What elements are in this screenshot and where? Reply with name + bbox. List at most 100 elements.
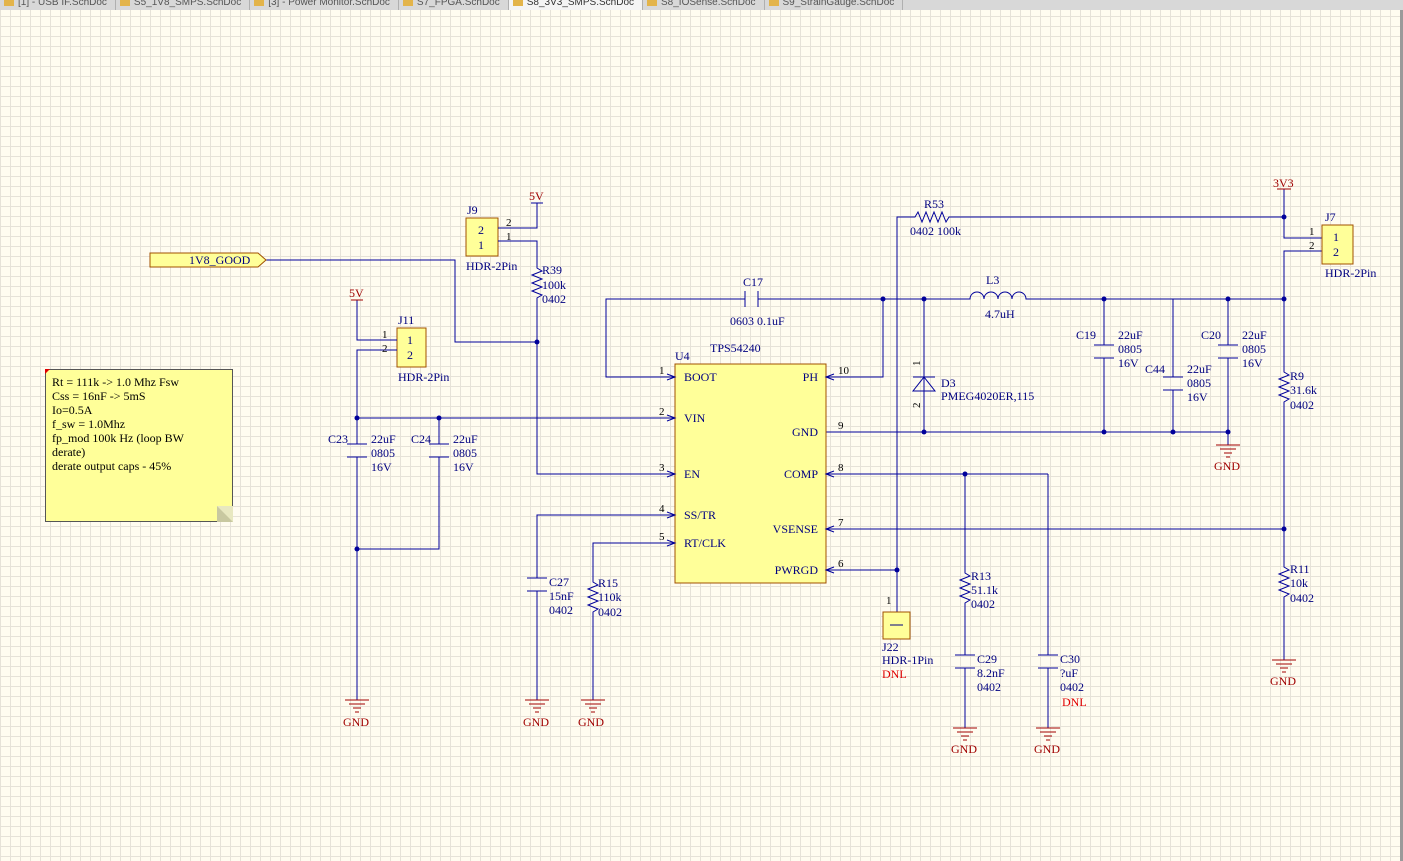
part-value: 15nF: [549, 589, 574, 603]
dnl-marker: DNL: [1062, 695, 1087, 709]
pin-number: 1: [911, 361, 923, 367]
pin-name: VSENSE: [773, 522, 818, 536]
capacitor-c29[interactable]: C29 8.2nF 0402: [955, 652, 1005, 694]
gnd-symbol[interactable]: GND: [1034, 727, 1060, 756]
note-line: Css = 16nF -> 5mS: [52, 389, 146, 403]
resistor-r13[interactable]: R13 51.1k 0402: [958, 569, 998, 612]
power-3v3[interactable]: 3V3: [1273, 176, 1294, 190]
diode-d3[interactable]: 1 2 D3 PMEG4020ER,115: [911, 361, 1034, 409]
capacitor-c30[interactable]: C30 ?uF 0402 DNL: [1038, 652, 1087, 709]
part-ref: D3: [941, 376, 956, 390]
junctions: [354, 214, 1287, 573]
pin-number: 10: [838, 365, 850, 377]
tab-document[interactable]: S8_3V3_SMPS.SchDoc: [508, 0, 644, 10]
power-label: GND: [343, 715, 369, 729]
capacitor-c27[interactable]: C27 15nF 0402: [527, 575, 574, 617]
resistor-r9[interactable]: R9 31.6k 0402: [1277, 368, 1317, 412]
resistor-r39[interactable]: R39 100k 0402: [530, 258, 566, 310]
capacitor-c44[interactable]: C44 22uF 0805 16V: [1145, 362, 1212, 404]
part-value: PMEG4020ER,115: [941, 389, 1034, 403]
gnd-symbol[interactable]: GND: [1270, 659, 1296, 688]
part-value: 10k: [1290, 576, 1308, 590]
header-j11[interactable]: J11 1 2 1 2 HDR-2Pin: [382, 313, 449, 384]
header-j7[interactable]: J7 1 2 1 2 HDR-2Pin: [1309, 210, 1376, 280]
pin-number: 1: [478, 238, 484, 252]
power-label: GND: [578, 715, 604, 729]
gnd-symbol[interactable]: GND: [951, 727, 977, 756]
pin-number: 1: [506, 231, 512, 243]
capacitor-c24[interactable]: C24 22uF 0805 16V: [411, 432, 478, 474]
part-ref: J11: [398, 313, 414, 327]
schematic-sheet[interactable]: [0, 10, 1403, 861]
part-package: 0805: [1242, 342, 1266, 356]
part-package: 0805: [1118, 342, 1142, 356]
pin-number: 2: [911, 403, 923, 409]
part-ref: C24: [411, 432, 431, 446]
part-value: 22uF: [453, 432, 478, 446]
ic-u4[interactable]: U4 TPS54240 1 BOOT 2 VIN 3 EN 4 SS/TR 5 …: [659, 341, 850, 584]
header-j22[interactable]: 1 J22 HDR-1Pin DNL: [882, 595, 933, 681]
part-type: HDR-2Pin: [466, 259, 517, 273]
part-voltage: 16V: [1187, 390, 1208, 404]
gnd-symbol[interactable]: GND: [1214, 444, 1240, 473]
gnd-symbols: GND GND GND GND GND GND GND: [343, 444, 1296, 756]
tab-document[interactable]: S9_StrainGauge.SchDoc: [765, 0, 904, 10]
gnd-symbol[interactable]: GND: [343, 699, 369, 729]
tab-document[interactable]: [1] - USB IF.SchDoc: [0, 0, 116, 10]
schematic-doc-icon: [402, 0, 413, 6]
part-ref: C23: [328, 432, 348, 446]
tab-label: S9_StrainGauge.SchDoc: [782, 0, 895, 8]
pin-number: 6: [838, 558, 844, 570]
schematic-doc-icon: [512, 0, 523, 6]
note-line: derate output caps - 45%: [52, 459, 172, 473]
capacitor-c20[interactable]: C20 22uF 0805 16V: [1201, 328, 1267, 370]
design-note[interactable]: Rt = 111k -> 1.0 Mhz Fsw Css = 16nF -> 5…: [45, 369, 233, 522]
tab-document[interactable]: S8_IOSense.SchDoc: [643, 0, 765, 10]
tab-document[interactable]: [3] - Power Monitor.SchDoc: [250, 0, 399, 10]
gnd-symbol[interactable]: GND: [523, 699, 549, 729]
net-label-1v8-good[interactable]: 1V8_GOOD: [149, 252, 267, 268]
ic-part: TPS54240: [710, 341, 761, 355]
pin-number: 5: [659, 531, 665, 543]
part-ref: R53: [924, 197, 944, 211]
capacitor-c23[interactable]: C23 22uF 0805 16V: [328, 432, 396, 474]
part-value: 8.2nF: [977, 666, 1005, 680]
resistor-r53[interactable]: R53 0402 100k: [910, 197, 961, 238]
part-value: 0402 100k: [910, 224, 961, 238]
power-label: GND: [951, 742, 977, 756]
power-5v-top[interactable]: 5V: [529, 189, 544, 204]
power-5v-left[interactable]: 5V: [349, 286, 364, 301]
resistor-r11[interactable]: R11 10k 0402: [1277, 562, 1314, 606]
part-package: 0805: [371, 446, 395, 460]
power-label: GND: [1270, 674, 1296, 688]
part-package: 0402: [549, 603, 573, 617]
gnd-symbol[interactable]: GND: [578, 699, 605, 729]
inductor-l3[interactable]: L3 4.7uH: [965, 273, 1030, 321]
capacitor-c19[interactable]: C19 22uF 0805 16V: [1076, 328, 1143, 370]
pin-number: 9: [838, 420, 844, 432]
pin-number: 8: [838, 462, 844, 474]
part-value: 22uF: [1187, 362, 1212, 376]
part-ref: R13: [971, 569, 991, 583]
ic-ref: U4: [675, 349, 690, 363]
part-ref: J22: [882, 640, 899, 654]
tab-document[interactable]: S7_FPGA.SchDoc: [399, 0, 509, 10]
schematic-doc-icon: [647, 0, 658, 6]
part-package: 0402: [598, 605, 622, 619]
part-voltage: 16V: [371, 460, 392, 474]
sheet-scrollbar[interactable]: [1400, 10, 1403, 861]
capacitor-c17[interactable]: C17 0603 0.1uF: [730, 275, 785, 328]
header-j9[interactable]: J9 2 1 2 1 HDR-2Pin: [465, 203, 518, 273]
part-ref: J9: [467, 203, 478, 217]
part-value: 100k: [542, 278, 566, 292]
pin-number: 2: [478, 223, 484, 237]
tab-document[interactable]: S5_1V8_SMPS.SchDoc: [116, 0, 251, 10]
tab-label: S5_1V8_SMPS.SchDoc: [133, 0, 242, 8]
resistor-r15[interactable]: R15 110k 0402: [586, 576, 622, 621]
pin-number: 1: [382, 329, 388, 341]
pin-name: VIN: [684, 411, 706, 425]
pin-number: 1: [659, 365, 665, 377]
part-voltage: 16V: [1118, 356, 1139, 370]
part-ref: R9: [1290, 369, 1304, 383]
